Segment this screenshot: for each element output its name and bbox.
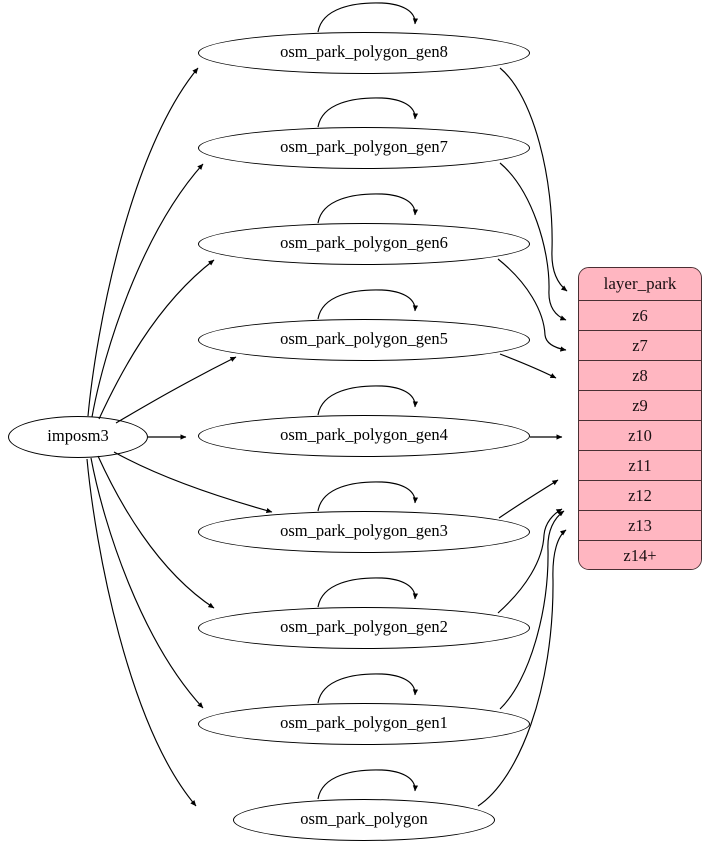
edges-to-layer-park bbox=[477, 67, 568, 807]
edge-imposm3-to-gen1 bbox=[90, 457, 204, 709]
layer-park-row-z10[interactable]: z10 bbox=[579, 421, 701, 451]
edge-imposm3-to-base bbox=[86, 458, 197, 807]
self-loop-gen2 bbox=[317, 577, 419, 608]
node-osm-park-polygon-gen3-label: osm_park_polygon_gen3 bbox=[280, 521, 448, 541]
self-loop-gen1 bbox=[317, 673, 419, 704]
node-osm-park-polygon-gen5[interactable]: osm_park_polygon_gen5 bbox=[198, 319, 530, 361]
edge-imposm3-to-gen6 bbox=[98, 259, 215, 420]
node-osm-park-polygon-gen5-label: osm_park_polygon_gen5 bbox=[280, 329, 448, 349]
node-osm-park-polygon-gen4-label: osm_park_polygon_gen4 bbox=[280, 425, 448, 445]
layer-park-header: layer_park bbox=[579, 268, 701, 301]
node-osm-park-polygon-gen4[interactable]: osm_park_polygon_gen4 bbox=[198, 415, 530, 457]
edge-imposm3-to-gen8 bbox=[87, 67, 199, 417]
self-loop-gen7 bbox=[317, 97, 419, 128]
layer-park-row-z14-plus[interactable]: z14+ bbox=[579, 541, 701, 569]
self-loop-gen6 bbox=[317, 193, 419, 224]
self-loop-gen3 bbox=[317, 481, 419, 512]
self-loop-gen4 bbox=[317, 385, 419, 416]
node-osm-park-polygon-gen8-label: osm_park_polygon_gen8 bbox=[280, 42, 448, 62]
node-osm-park-polygon-label: osm_park_polygon bbox=[300, 809, 428, 829]
edge-imposm3-to-gen7 bbox=[91, 163, 204, 418]
layer-park-row-z13[interactable]: z13 bbox=[579, 511, 701, 541]
layer-park-row-z11[interactable]: z11 bbox=[579, 451, 701, 481]
node-osm-park-polygon-gen1-label: osm_park_polygon_gen1 bbox=[280, 713, 448, 733]
edge-gen7-to-z7 bbox=[499, 162, 567, 321]
node-osm-park-polygon-gen2-label: osm_park_polygon_gen2 bbox=[280, 617, 448, 637]
node-osm-park-polygon-gen2[interactable]: osm_park_polygon_gen2 bbox=[198, 607, 530, 649]
self-loop-edges bbox=[317, 2, 419, 800]
edges-from-imposm3 bbox=[86, 67, 273, 807]
node-imposm3[interactable]: imposm3 bbox=[8, 416, 148, 458]
node-osm-park-polygon-gen1[interactable]: osm_park_polygon_gen1 bbox=[198, 703, 530, 745]
edge-imposm3-to-gen2 bbox=[97, 455, 215, 609]
edge-gen6-to-z8 bbox=[497, 258, 567, 352]
layer-park-row-z6[interactable]: z6 bbox=[579, 301, 701, 331]
edge-imposm3-to-gen5 bbox=[115, 356, 237, 424]
layer-park-row-z8[interactable]: z8 bbox=[579, 361, 701, 391]
edge-imposm3-to-gen3 bbox=[113, 451, 273, 514]
node-imposm3-label: imposm3 bbox=[47, 426, 109, 446]
node-osm-park-polygon-gen3[interactable]: osm_park_polygon_gen3 bbox=[198, 511, 530, 553]
node-osm-park-polygon[interactable]: osm_park_polygon bbox=[233, 799, 495, 841]
node-osm-park-polygon-gen6-label: osm_park_polygon_gen6 bbox=[280, 233, 448, 253]
layer-park-row-z12[interactable]: z12 bbox=[579, 481, 701, 511]
node-layer-park-table[interactable]: layer_park z6 z7 z8 z9 z10 z11 z12 z13 z… bbox=[578, 267, 702, 570]
node-osm-park-polygon-gen6[interactable]: osm_park_polygon_gen6 bbox=[198, 223, 530, 265]
self-loop-gen5 bbox=[317, 289, 419, 320]
edge-gen2-to-z12 bbox=[497, 508, 563, 614]
edge-gen3-to-z11 bbox=[498, 479, 559, 519]
edge-gen5-to-z9 bbox=[499, 353, 557, 379]
node-osm-park-polygon-gen7-label: osm_park_polygon_gen7 bbox=[280, 137, 448, 157]
layer-park-row-z7[interactable]: z7 bbox=[579, 331, 701, 361]
node-osm-park-polygon-gen7[interactable]: osm_park_polygon_gen7 bbox=[198, 127, 530, 169]
self-loop-base bbox=[317, 769, 419, 800]
edge-gen8-to-z6 bbox=[499, 67, 568, 292]
edge-gen1-to-z13 bbox=[499, 510, 565, 710]
layer-park-row-z9[interactable]: z9 bbox=[579, 391, 701, 421]
node-osm-park-polygon-gen8[interactable]: osm_park_polygon_gen8 bbox=[198, 32, 530, 74]
self-loop-gen8 bbox=[317, 2, 419, 33]
edge-base-to-z14 bbox=[477, 529, 567, 807]
